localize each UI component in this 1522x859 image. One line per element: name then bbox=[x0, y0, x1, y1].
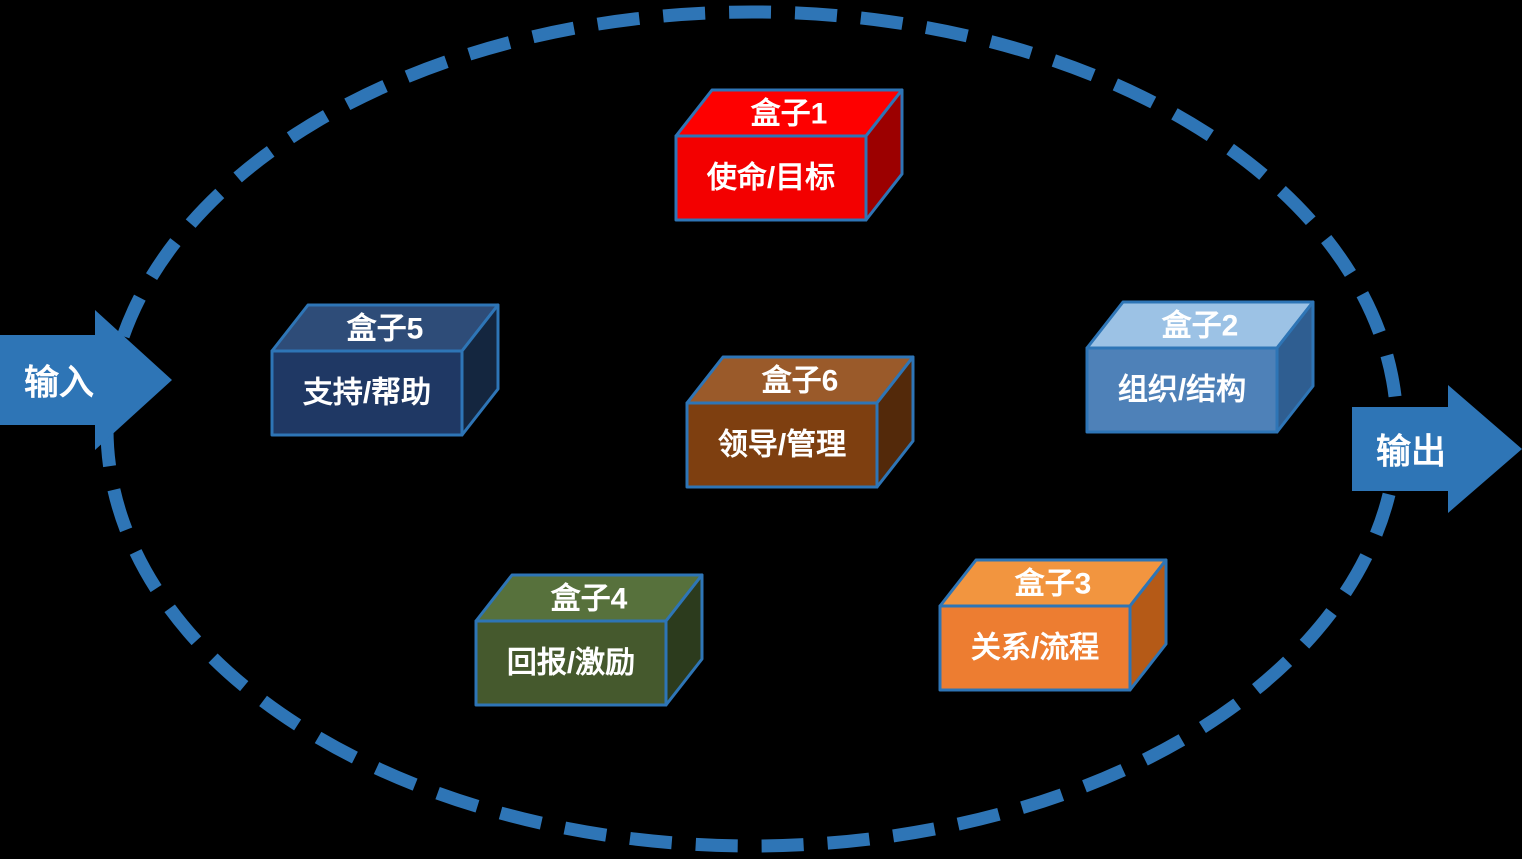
output-arrow-label: 输出 bbox=[1376, 432, 1447, 472]
box-1-title: 盒子1 bbox=[751, 97, 828, 131]
input-arrow-label: 输入 bbox=[24, 363, 95, 403]
box-4-subtitle: 回报/激励 bbox=[507, 647, 635, 680]
box-2-subtitle: 组织/结构 bbox=[1118, 373, 1246, 407]
box-6-front-face bbox=[685, 401, 879, 489]
box-5-subtitle: 支持/帮助 bbox=[303, 377, 431, 410]
box-1-front-face bbox=[674, 134, 868, 222]
box-6: 盒子6 领导/管理 bbox=[685, 355, 915, 489]
box-3: 盒子3 关系/流程 bbox=[938, 558, 1168, 692]
input-arrow: 输入 bbox=[0, 310, 172, 450]
box-2: 盒子2 组织/结构 bbox=[1085, 300, 1315, 434]
box-1: 盒子1 使命/目标 bbox=[674, 88, 904, 222]
box-4: 盒子4 回报/激励 bbox=[474, 573, 704, 707]
box-6-title: 盒子6 bbox=[762, 364, 839, 398]
box-4-title: 盒子4 bbox=[551, 582, 628, 616]
box-1-subtitle: 使命/目标 bbox=[706, 161, 835, 195]
box-3-subtitle: 关系/流程 bbox=[971, 632, 1099, 665]
box-4-front-face bbox=[474, 619, 668, 707]
box-3-front-face bbox=[938, 604, 1132, 692]
output-arrow: 输出 bbox=[1352, 385, 1522, 513]
box-3-title: 盒子3 bbox=[1015, 567, 1092, 601]
box-2-title: 盒子2 bbox=[1162, 309, 1239, 343]
box-5-front-face bbox=[270, 349, 464, 437]
box-2-front-face bbox=[1085, 346, 1279, 434]
box-5-title: 盒子5 bbox=[347, 312, 424, 346]
box-6-subtitle: 领导/管理 bbox=[718, 428, 846, 462]
box-5: 盒子5 支持/帮助 bbox=[270, 303, 500, 437]
